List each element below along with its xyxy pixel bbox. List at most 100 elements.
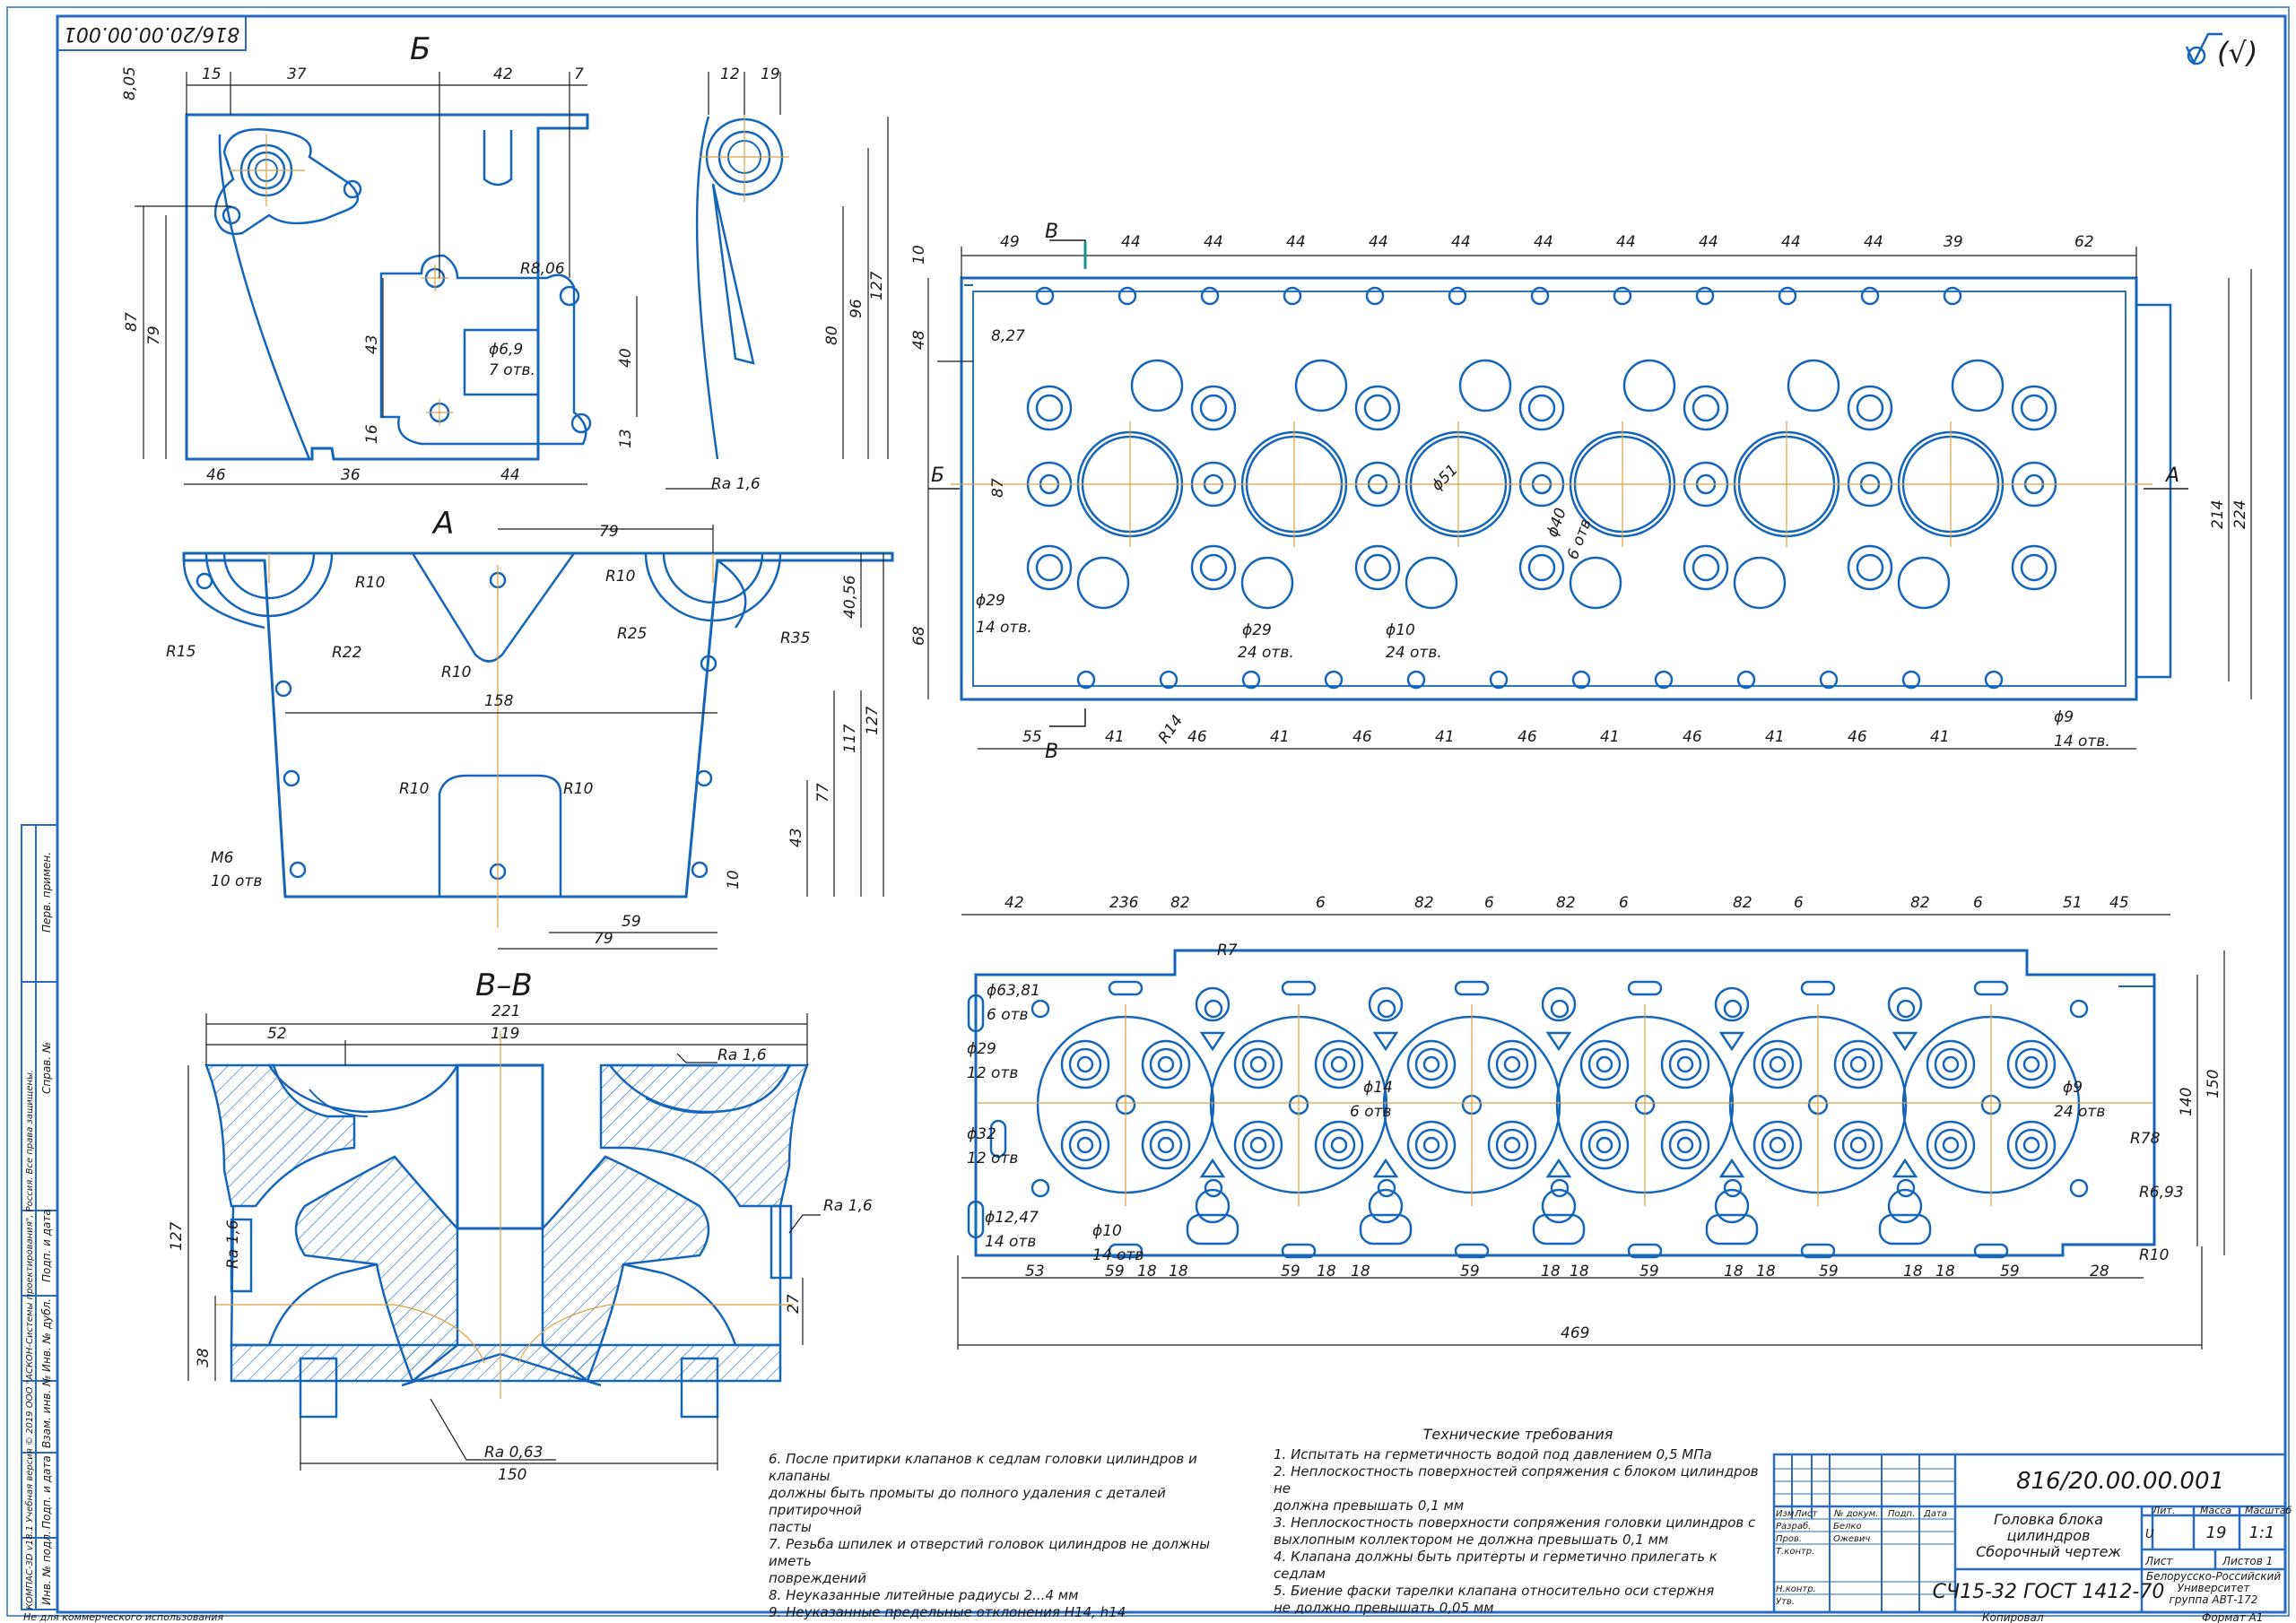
side-radius: R8,06: [520, 260, 565, 278]
top-label-b2: В: [1045, 741, 1058, 763]
bottom-water-hole: [1714, 1188, 1750, 1224]
top-port: [1897, 556, 1951, 610]
top-dim-10: 10: [910, 245, 928, 265]
bottom-valve-stem: [1422, 1055, 1440, 1073]
bottom-callout-n4: 14 отв: [985, 1233, 1036, 1251]
bottom-valve-seat: [1141, 1039, 1191, 1089]
bottom-callout-n2: 12 отв: [967, 1064, 1018, 1082]
top-port: [1294, 359, 1348, 412]
top-d9: ϕ9: [2054, 708, 2074, 726]
bottom-valve-seat-inner: [1068, 1047, 1102, 1081]
bottom-oval-hole: [967, 994, 985, 1033]
end-dim-127: 127: [864, 706, 882, 735]
side-dim-43: 43: [363, 334, 381, 354]
bottom-valve-seat-inner: [1495, 1128, 1529, 1162]
bottom-valve-seat-inner: [2014, 1047, 2048, 1081]
stamp-podp-data: Подп. и дата: [40, 1209, 53, 1282]
side-hole-dia: ϕ6,9: [489, 341, 523, 359]
stamp-inv-dubl: Инв. № дубл.: [40, 1298, 53, 1372]
bottom-dim-bottom: 18: [1903, 1263, 1923, 1280]
roughness-mark: (√): [2185, 32, 2257, 70]
bottom-dim-bottom: 59: [1281, 1263, 1300, 1280]
bottom-slot: [1454, 980, 1490, 996]
top-edge-hole: [1819, 670, 1839, 690]
top-dim-top: 44: [1451, 233, 1471, 251]
top-port: [1076, 556, 1130, 610]
side-stamp: [21, 824, 58, 1610]
tech-line: 1. Испытать на герметичность водой под д…: [1274, 1446, 1712, 1462]
top-dim-214: 214: [2209, 500, 2227, 529]
tb-row-izm: Изм.: [1776, 1509, 1797, 1519]
bottom-lug: [1359, 1213, 1413, 1245]
bottom-slot: [1281, 980, 1317, 996]
end-dim-117: 117: [841, 724, 859, 753]
bottom-slot: [1800, 1243, 1836, 1259]
view-end-label: А: [431, 506, 454, 542]
bottom-valve-seat-inner: [1934, 1047, 1968, 1081]
bottom-valve-seat-inner: [1241, 1047, 1275, 1081]
top-dim-top: 44: [1699, 233, 1718, 251]
bottom-valve-seat: [1487, 1039, 1537, 1089]
tb-org-l1: Белорусско-Российский: [2146, 1570, 2281, 1583]
side-dim-7: 7: [574, 65, 584, 83]
bottom-triangle-mark: [1199, 1158, 1226, 1178]
bottom-bolt-hole: [1204, 1178, 1223, 1198]
bottom-valve-seat-inner: [1241, 1128, 1275, 1162]
bottom-water-hole: [1368, 986, 1404, 1022]
tech-line: 5. Биение фаски тарелки клапана относите…: [1274, 1583, 1715, 1599]
side-dim-12: 12: [720, 65, 740, 83]
bottom-dim-bottom: 18: [1935, 1263, 1955, 1280]
tb-row-data: Дата: [1923, 1509, 1947, 1519]
bottom-valve-seat-inner: [1322, 1128, 1356, 1162]
bottom-bolt-hole: [1723, 1178, 1743, 1198]
bottom-bolt-hole: [1896, 999, 1916, 1019]
top-boss-outer: [1518, 385, 1565, 431]
top-d40: ϕ40: [1544, 506, 1570, 540]
tb-org-l2: Университет: [2178, 1582, 2251, 1594]
top-edge-hole: [1736, 670, 1756, 690]
top-d51: ϕ51: [1428, 461, 1461, 494]
top-boss-inner: [2020, 394, 2048, 422]
top-dim-bottom: 41: [1105, 728, 1125, 746]
bottom-dim-bottom: 18: [1317, 1263, 1336, 1280]
bottom-callout-d2: ϕ29: [967, 1040, 996, 1058]
kompas-note: КОМПАС-3D v18.1 Учебная версия © 2019 ОО…: [24, 1070, 35, 1610]
bottom-valve-stem: [2022, 1055, 2040, 1073]
bottom-water-hole: [1714, 986, 1750, 1022]
top-boss-inner: [1527, 553, 1556, 582]
note-line: 8. Неуказанные литейные радиусы 2...4 мм: [769, 1587, 1079, 1603]
bottom-dim-bottom: 18: [1137, 1263, 1157, 1280]
bottom-valve-stem: [1076, 1136, 1094, 1154]
bottom-valve-seat: [1579, 1120, 1630, 1170]
tb-nkontr: Н.контр.: [1776, 1584, 1816, 1594]
bottom-dim-top: 6: [1619, 894, 1629, 912]
bottom-valve-seat: [1660, 1120, 1710, 1170]
top-dim-top: 44: [1616, 233, 1636, 251]
bottom-valve-seat-inner: [1587, 1047, 1622, 1081]
tech-title: Технические требования: [1422, 1426, 1613, 1443]
bottom-oval-hole: [989, 1119, 1007, 1159]
bottom-valve-seat: [1233, 1039, 1283, 1089]
top-edge-hole: [1241, 670, 1261, 690]
top-edge-hole: [1200, 286, 1220, 306]
top-dim-top: 44: [1204, 233, 1223, 251]
bottom-valve-seat: [1060, 1039, 1110, 1089]
bottom-valve-seat: [1579, 1039, 1630, 1089]
bottom-callout-n3: 12 отв: [967, 1150, 1018, 1167]
side-dim-805: 8,05: [121, 66, 139, 100]
bottom-valve-seat-inner: [1761, 1128, 1795, 1162]
bottom-valve-stem: [1503, 1055, 1521, 1073]
bottom-valve-seat-inner: [2014, 1128, 2048, 1162]
bottom-slot: [1973, 980, 2009, 996]
top-dim-top: 44: [1286, 233, 1306, 251]
tb-sheets: Листов 1: [2222, 1555, 2273, 1567]
tb-material: СЧ15-32 ГОСТ 1412-70: [1933, 1581, 2165, 1603]
note-line: повреждений: [769, 1570, 866, 1586]
bottom-valve-stem: [1849, 1136, 1867, 1154]
section-dim-27: 27: [785, 1294, 803, 1314]
top-boss-inner: [1199, 394, 1228, 422]
bottom-dim-bottom: 18: [1541, 1263, 1561, 1280]
bottom-callout-d1: ϕ63,81: [987, 982, 1040, 1000]
top-boss-outer: [1847, 544, 1893, 591]
end-r25: R25: [617, 625, 647, 643]
